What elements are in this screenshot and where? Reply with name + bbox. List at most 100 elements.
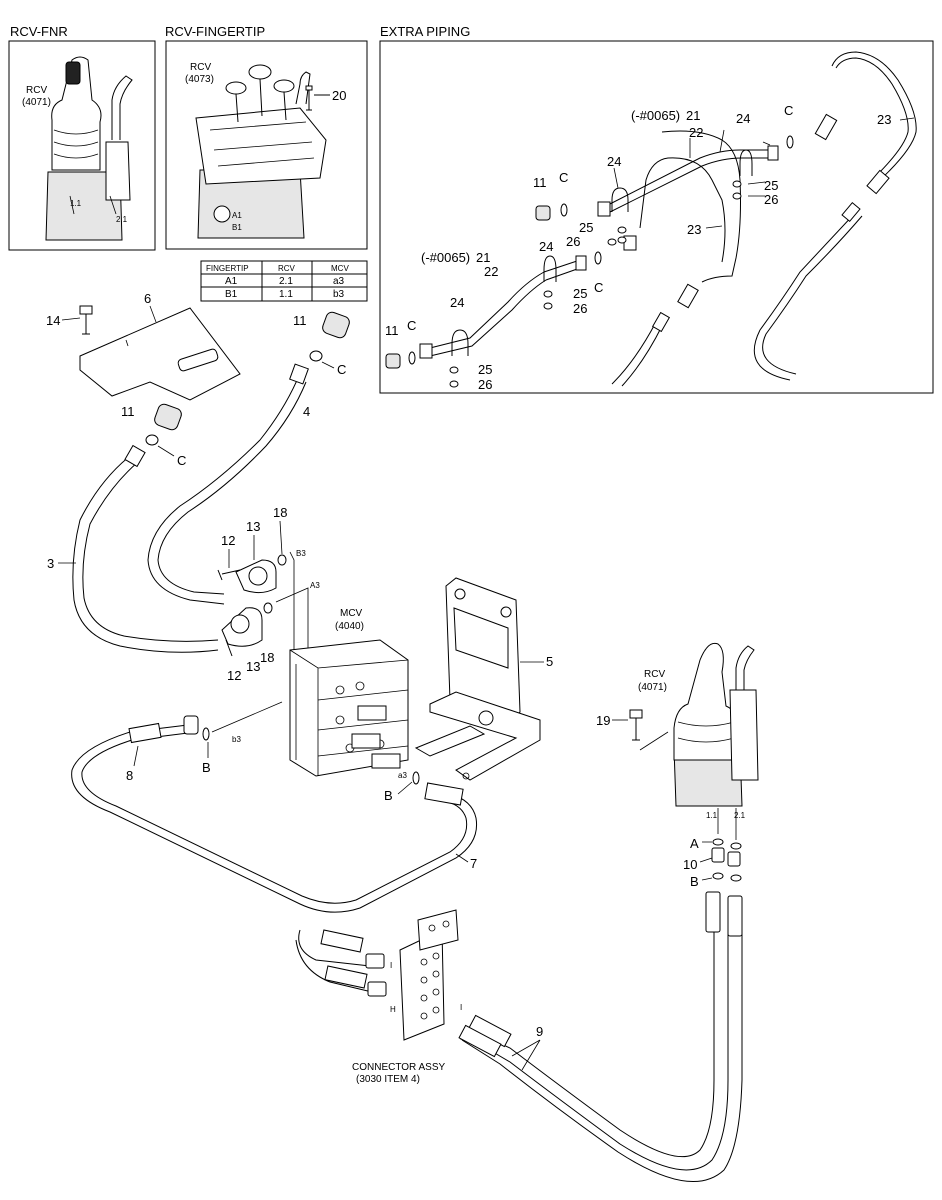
fnr-joystick-illustration (45, 56, 133, 241)
mcv-control-valve (289, 639, 409, 777)
panel-frame-rcv-fingertip (165, 40, 368, 250)
extra-label-26-mid: 26 (566, 234, 580, 249)
label-a: A (690, 836, 699, 851)
rcv-right-label: RCV (644, 669, 665, 680)
extra-label-21-upper: 21 (686, 108, 700, 123)
port-b3: b3 (232, 735, 241, 744)
fingertip-port-a1: A1 (232, 211, 242, 220)
port-i-right: I (460, 1003, 462, 1012)
port-mapping-table: FINGERTIP RCV MCV A1 2.1 a3 B1 1.1 b3 (200, 260, 368, 302)
extra-label-24-upper-left: 24 (607, 154, 621, 169)
port-h-lower: H (390, 1005, 396, 1014)
table-header-fingertip: FINGERTIP (206, 264, 249, 273)
rcv-right-number: (4071) (638, 682, 667, 693)
cover-plate-6 (79, 307, 241, 401)
extra-label-c-upper-left: C (559, 170, 568, 185)
flange-13-lower (221, 607, 263, 657)
pipe-4 (147, 377, 299, 605)
hose-9 (469, 906, 715, 1158)
table-header-rcv: RCV (278, 264, 296, 273)
fingertip-rcv-label: RCV (190, 62, 211, 73)
port-b3-upper: B3 (296, 549, 306, 558)
panel-extra-piping: EXTRA PIPING (379, 24, 934, 394)
mcv-label: MCV (340, 608, 363, 619)
label-12-upper: 12 (221, 533, 235, 548)
label-11-lower: 11 (121, 404, 135, 419)
extra-label-22-upper: 22 (689, 125, 703, 140)
fnr-rcv-number: (4071) (22, 97, 51, 108)
extra-label-26-lower-left: 26 (478, 377, 492, 392)
bolt-14 (79, 305, 93, 335)
fnr-port-1-1: 1.1 (70, 199, 82, 208)
hose-7-lower (298, 929, 371, 967)
label-5: 5 (546, 654, 553, 669)
label-10: 10 (683, 857, 697, 872)
label-12-lower: 12 (227, 668, 241, 683)
fingertip-rcv-number: (4073) (185, 74, 214, 85)
extra-note-lower: (-#0065) (421, 250, 470, 265)
extra-hose-23-lower (661, 130, 741, 283)
extra-label-25-upper-right: 25 (764, 178, 778, 193)
extra-label-24-upper-right: 24 (736, 111, 750, 126)
label-8: 8 (126, 768, 133, 783)
label-b-right: B (384, 788, 393, 803)
extra-label-26-lower-right: 26 (573, 301, 587, 316)
port-1-1-right: 1.1 (706, 811, 718, 820)
connector-number: (3030 ITEM 4) (356, 1074, 420, 1085)
extra-label-24-lower-left: 24 (450, 295, 464, 310)
extra-label-23-mid: 23 (687, 222, 701, 237)
label-18-lower: 18 (260, 650, 274, 665)
label-18-upper: 18 (273, 505, 287, 520)
panel-title-extra-piping: EXTRA PIPING (380, 24, 470, 39)
fingertip-bolt-20 (305, 85, 330, 111)
table-cell: 2.1 (279, 276, 293, 287)
extra-label-11-lower: 11 (385, 323, 399, 338)
label-13-lower: 13 (246, 659, 260, 674)
port-2-1-right: 2.1 (734, 811, 746, 820)
fingertip-port-b1: B1 (232, 223, 242, 232)
fnr-port-2-1: 2.1 (116, 215, 128, 224)
table-cell: b3 (333, 289, 345, 300)
connector-label: CONNECTOR ASSY (352, 1062, 445, 1073)
port-i-upper: I (390, 961, 392, 970)
label-4: 4 (303, 404, 310, 419)
mcv-number: (4040) (335, 621, 364, 632)
label-11-upper: 11 (293, 313, 307, 328)
extra-hose-23-upper (831, 51, 917, 181)
label-7: 7 (470, 856, 477, 871)
connector-assembly (399, 909, 459, 1041)
extra-label-11-upper: 11 (533, 175, 547, 190)
label-b-rcv: B (690, 874, 699, 889)
extra-pipe-23-mid (639, 157, 726, 263)
extra-label-c-lower-right: C (594, 280, 603, 295)
extra-label-21-lower: 21 (476, 250, 490, 265)
panel-rcv-fnr: RCV-FNR RCV (4071) 1.1 2.1 (8, 24, 156, 251)
panel-frame-rcv-fnr (8, 40, 156, 251)
extra-label-26-upper-right: 26 (764, 192, 778, 207)
extra-label-25-lower-left: 25 (478, 362, 492, 377)
label-9: 9 (536, 1024, 543, 1039)
main-assembly: 6 14 11 C 11 C 4 3 (46, 291, 759, 1182)
flange-13-upper (217, 559, 277, 594)
table-cell: 1.1 (279, 289, 293, 300)
extra-label-c-lower-left: C (407, 318, 416, 333)
bolt-19 (629, 709, 669, 751)
port-a3: a3 (398, 771, 407, 780)
hose-8 (71, 723, 478, 913)
extra-label-24-lower-right: 24 (539, 239, 553, 254)
label-13-upper: 13 (246, 519, 260, 534)
extra-label-25-lower-right: 25 (573, 286, 587, 301)
extra-label-c-upper-right: C (784, 103, 793, 118)
port-a3-upper: A3 (310, 581, 320, 590)
fingertip-valve-illustration (195, 64, 327, 239)
extra-label-23-upper: 23 (877, 112, 891, 127)
extra-note-upper: (-#0065) (631, 108, 680, 123)
extra-pipe-22-lower (429, 259, 581, 349)
bracket-5 (414, 577, 541, 781)
pipe-3 (72, 455, 219, 653)
panel-rcv-fingertip: RCV-FINGERTIP RCV (4073) A1 B1 20 (165, 24, 368, 250)
label-b-left: B (202, 760, 211, 775)
panel-frame-extra-piping (379, 40, 934, 394)
fnr-rcv-label: RCV (26, 85, 47, 96)
